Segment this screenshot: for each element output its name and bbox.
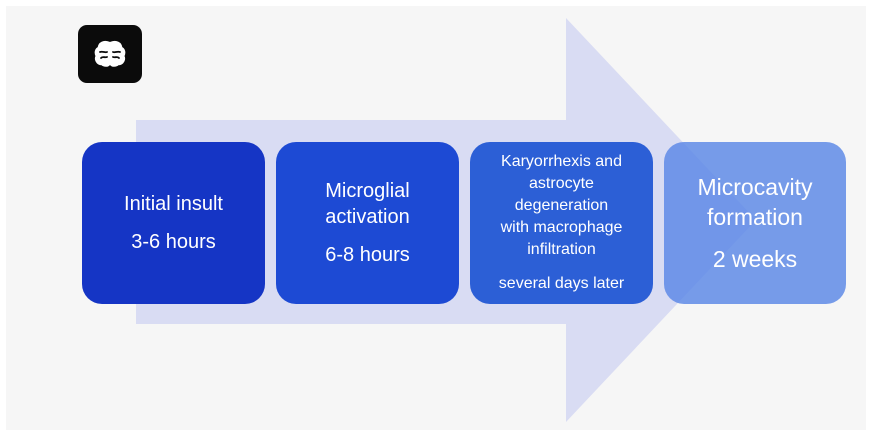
- step-karyorrhexis: Karyorrhexis and astrocyte degeneration …: [470, 142, 653, 304]
- step-microglial-activation: Microglial activation 6-8 hours: [276, 142, 459, 304]
- step-title: Microcavity formation: [697, 174, 813, 230]
- slide: Initial insult 3-6 hours Microglial acti…: [6, 6, 866, 430]
- step-title: Microglial activation: [325, 180, 410, 228]
- step-time: 2 weeks: [712, 246, 798, 272]
- step-initial-insult: Initial insult 3-6 hours: [82, 142, 265, 304]
- brain-icon: [94, 40, 126, 67]
- step-time: 6-8 hours: [325, 244, 410, 266]
- step-microcavity-formation: Microcavity formation 2 weeks: [664, 142, 846, 304]
- step-title: Initial insult: [124, 193, 223, 215]
- logo: [78, 25, 142, 83]
- step-time: 3-6 hours: [131, 231, 216, 253]
- step-title: Karyorrhexis and astrocyte degeneration …: [500, 153, 623, 258]
- step-time: several days later: [498, 275, 625, 292]
